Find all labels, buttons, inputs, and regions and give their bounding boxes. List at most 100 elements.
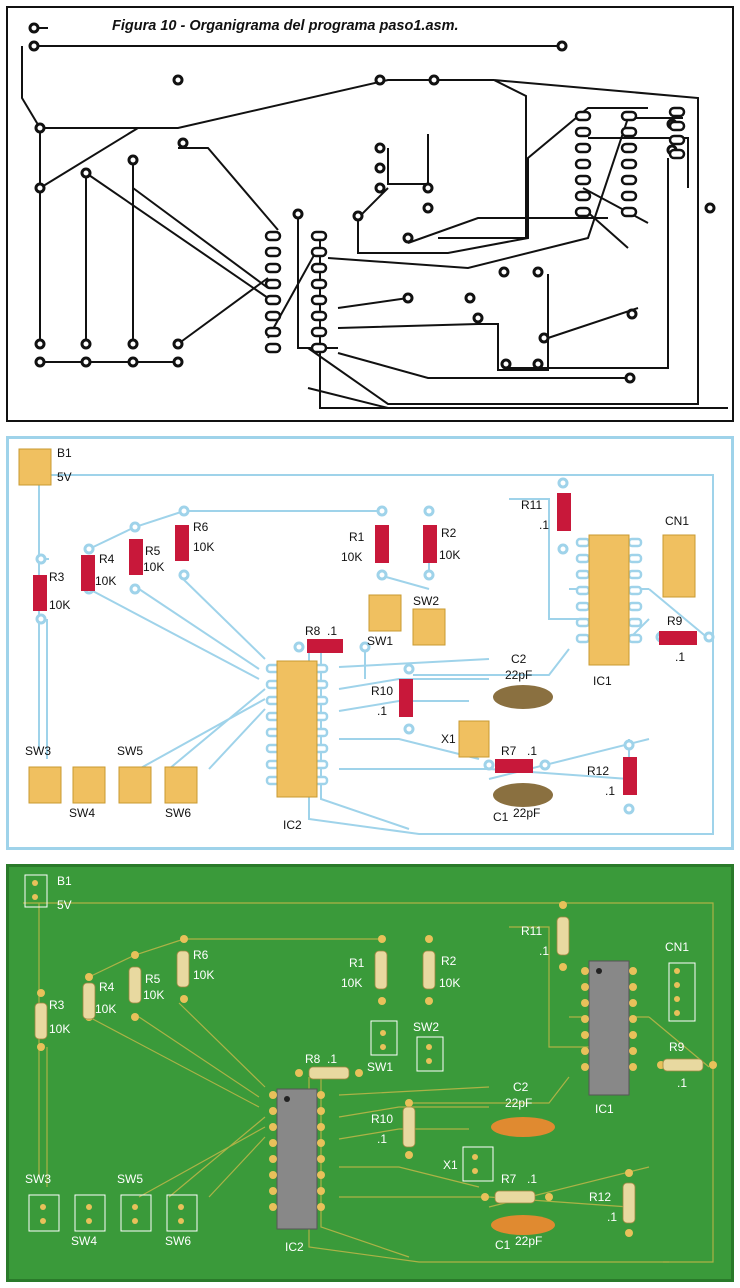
label-c1-val: 22pF <box>513 806 540 820</box>
label-cn1: CN1 <box>665 514 689 528</box>
c2-capacitor <box>493 685 553 709</box>
label-ic2: IC2 <box>283 818 302 832</box>
label-sw5: SW5 <box>117 1172 143 1186</box>
r12-body <box>623 757 637 795</box>
label-r9: R9 <box>667 614 683 628</box>
label-c2-val: 22pF <box>505 1096 532 1110</box>
label-sw4: SW4 <box>71 1234 97 1248</box>
label-r11: R11 <box>521 924 542 938</box>
label-sw3: SW3 <box>25 744 51 758</box>
label-sw6: SW6 <box>165 806 191 820</box>
label-r3: R3 <box>49 570 65 584</box>
label-r8: R8 <box>305 624 321 638</box>
label-r8-val: .1 <box>327 1052 337 1066</box>
sw6-switch <box>164 766 198 804</box>
r6-body <box>176 950 190 988</box>
label-ic2: IC2 <box>285 1240 304 1254</box>
label-sw6: SW6 <box>165 1234 191 1248</box>
label-r3: R3 <box>49 998 65 1012</box>
label-r6: R6 <box>193 520 209 534</box>
ic1-chip <box>588 534 630 666</box>
label-x1: X1 <box>443 1158 458 1172</box>
label-sw4: SW4 <box>69 806 95 820</box>
r10-body <box>399 679 413 717</box>
label-r11: R11 <box>521 498 542 512</box>
traces-drawing <box>21 22 728 409</box>
label-r12: R12 <box>589 1190 611 1204</box>
r5-body <box>128 966 142 1004</box>
r8-body <box>308 1066 350 1080</box>
layout-drawing: B1 5V R3 10K R4 10K R5 10K R6 10K R1 10K… <box>18 446 715 835</box>
r3-body <box>33 575 47 611</box>
label-r2-val: 10K <box>439 548 460 562</box>
label-c1: C1 <box>493 810 509 824</box>
r10-body <box>402 1106 416 1148</box>
label-ic1: IC1 <box>595 1102 614 1116</box>
label-r11-val: .1 <box>539 944 549 958</box>
label-r4-val: 10K <box>95 574 116 588</box>
label-r12: R12 <box>587 764 609 778</box>
label-r3-val: 10K <box>49 598 70 612</box>
b1-battery <box>18 448 52 486</box>
r2-body <box>423 525 437 563</box>
label-c2: C2 <box>511 652 527 666</box>
label-r6: R6 <box>193 948 209 962</box>
label-r4-val: 10K <box>95 1002 116 1016</box>
label-r8: R8 <box>305 1052 321 1066</box>
label-r2: R2 <box>441 526 457 540</box>
label-r2: R2 <box>441 954 457 968</box>
r8-body <box>307 639 343 653</box>
label-c2: C2 <box>513 1080 529 1094</box>
label-sw2: SW2 <box>413 594 439 608</box>
label-x1: X1 <box>441 732 456 746</box>
sw3-switch <box>28 766 62 804</box>
label-r3-val: 10K <box>49 1022 70 1036</box>
r3-body <box>34 1002 48 1040</box>
label-r6-val: 10K <box>193 540 214 554</box>
label-r12-val: .1 <box>607 1210 617 1224</box>
pcb-traces-panel: Figura 10 - Organigrama del programa pas… <box>6 6 734 422</box>
label-sw2: SW2 <box>413 1020 439 1034</box>
sw1-switch <box>368 594 402 632</box>
label-r5-val: 10K <box>143 560 164 574</box>
label-ic1: IC1 <box>593 674 612 688</box>
label-b1-val: 5V <box>57 898 72 912</box>
label-r4: R4 <box>99 980 115 994</box>
sw4-switch <box>72 766 106 804</box>
r11-body <box>556 916 570 956</box>
label-r9: R9 <box>669 1040 685 1054</box>
label-r7: R7 <box>501 744 517 758</box>
label-c1-val: 22pF <box>515 1234 542 1248</box>
label-c2-val: 22pF <box>505 668 532 682</box>
label-r2-val: 10K <box>439 976 460 990</box>
board-drawing: B1 5V R3 10K R4 10K R5 10K R6 10K R1 10K… <box>23 874 717 1263</box>
c1-capacitor <box>491 1215 555 1235</box>
component-layout-panel: B1 5V R3 10K R4 10K R5 10K R6 10K R1 10K… <box>6 436 734 850</box>
r4-body <box>81 555 95 591</box>
label-r1-val: 10K <box>341 976 362 990</box>
label-r12-val: .1 <box>605 784 615 798</box>
label-r7-val: .1 <box>527 744 537 758</box>
label-sw1: SW1 <box>367 1060 393 1074</box>
r4-body <box>82 982 96 1020</box>
c2-capacitor <box>491 1117 555 1137</box>
label-r5: R5 <box>145 972 161 986</box>
label-r10-val: .1 <box>377 1132 387 1146</box>
label-b1-val: 5V <box>57 470 72 484</box>
r9-body <box>662 1058 704 1072</box>
label-r10: R10 <box>371 1112 393 1126</box>
sw5-switch <box>118 766 152 804</box>
r11-body <box>557 493 571 531</box>
c1-capacitor <box>493 783 553 807</box>
label-b1: B1 <box>57 874 72 888</box>
figure-title: Figura 10 - Organigrama del programa pas… <box>112 18 459 34</box>
label-r1: R1 <box>349 956 365 970</box>
label-sw3: SW3 <box>25 1172 51 1186</box>
label-r10: R10 <box>371 684 393 698</box>
label-r8-val: .1 <box>327 624 337 638</box>
label-r4: R4 <box>99 552 115 566</box>
r7-body <box>494 1190 536 1204</box>
r5-body <box>129 539 143 575</box>
label-r6-val: 10K <box>193 968 214 982</box>
label-r11-val: .1 <box>539 518 549 532</box>
